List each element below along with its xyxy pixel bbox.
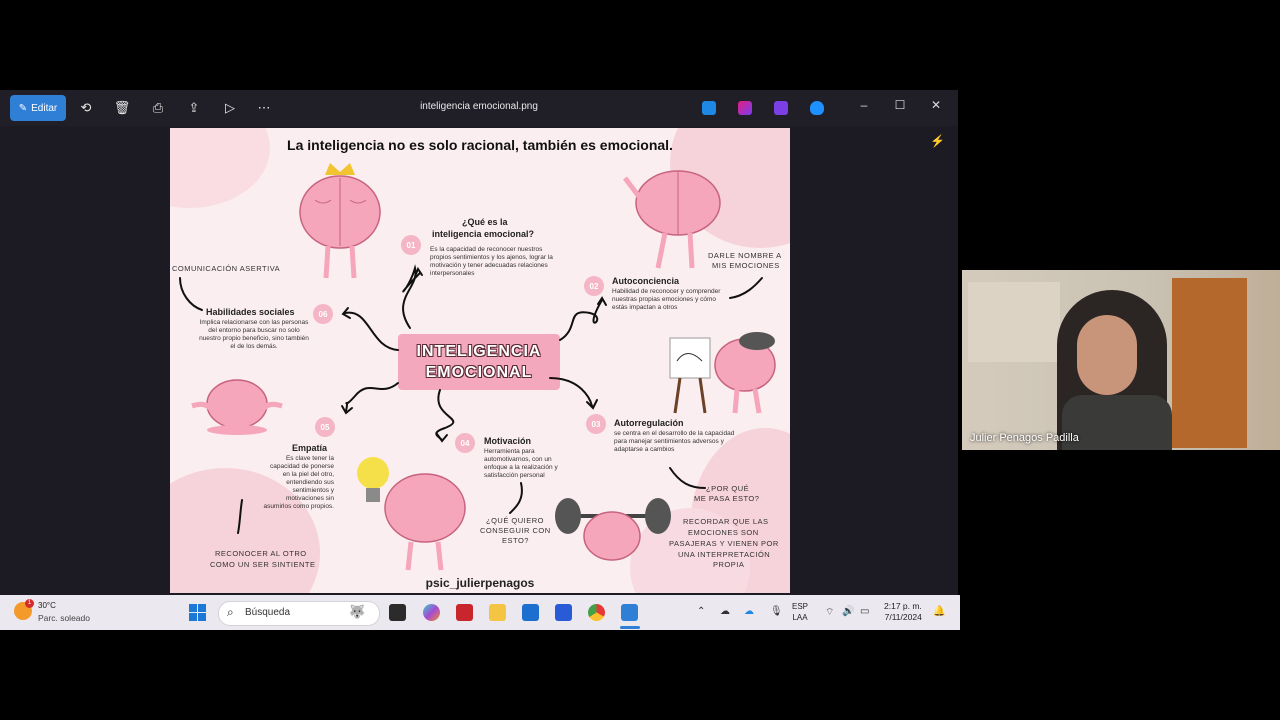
photos-app-icon[interactable]: [774, 101, 788, 115]
battery-icon[interactable]: ▭: [860, 606, 870, 617]
section-05-title: Empatía: [292, 443, 328, 453]
section-number-05: 05: [315, 417, 335, 437]
note-recordar-line3: PASAJERAS Y VIENEN POR: [669, 539, 779, 548]
task-view-icon[interactable]: [389, 604, 406, 621]
zoom-tool-icon[interactable]: ⚡: [930, 134, 945, 148]
more-icon[interactable]: ⋯: [257, 100, 271, 115]
taskbar: 1 30°C Parc. soleado ⌕ Búsqueda 🐺 ⌃ ☁ ☁ …: [0, 595, 960, 630]
section-number-01: 01: [401, 235, 421, 255]
clock[interactable]: 2:17 p. m. 7/11/2024: [884, 601, 922, 622]
store-icon[interactable]: [522, 604, 539, 621]
copilot-icon[interactable]: [423, 604, 440, 621]
center-label: INTELIGENCIA EMOCIONAL: [398, 334, 560, 390]
note-reconocer-line2: COMO UN SER SINTIENTE: [210, 560, 316, 569]
onedrive-icon[interactable]: [810, 101, 824, 115]
section-number-04: 04: [455, 433, 475, 453]
chevron-up-icon[interactable]: ⌃: [697, 606, 706, 617]
brain-surprised-illustration: [623, 170, 721, 269]
note-recordar-line5: PROPIA: [713, 560, 745, 569]
onedrive-tray-icon[interactable]: ☁: [744, 606, 754, 617]
brain-painter-illustration: [669, 332, 776, 414]
edit-button[interactable]: ✎ Editar: [10, 95, 66, 121]
search-icon: ⌕: [227, 605, 234, 619]
weather-condition: Parc. soleado: [38, 613, 90, 623]
designer-app-icon[interactable]: [702, 101, 716, 115]
clipchamp-icon[interactable]: [738, 101, 752, 115]
section-01-description: Es la capacidad de reconocer nuestros pr…: [430, 246, 553, 277]
search-highlight-icon: 🐺: [349, 604, 366, 619]
section-04-title: Motivación: [484, 436, 532, 446]
volume-icon[interactable]: 🔊: [842, 606, 855, 617]
cloud-outline-icon[interactable]: ☁: [720, 606, 730, 617]
photos-taskbar-icon[interactable]: [621, 604, 638, 621]
section-01-title-line2: inteligencia emocional?: [432, 229, 535, 239]
section-number-03: 03: [586, 414, 606, 434]
note-que-quiero-line3: ESTO?: [502, 536, 529, 545]
visual-studio-icon[interactable]: [555, 604, 572, 621]
note-por-que-line2: ME PASA ESTO?: [694, 494, 760, 503]
weather-temperature: 30°C: [38, 601, 56, 610]
share-icon[interactable]: ⇪: [188, 100, 200, 115]
print-icon[interactable]: ⎙: [152, 100, 164, 115]
maximize-icon[interactable]: ☐: [894, 98, 906, 112]
note-darle-nombre-line2: MIS EMOCIONES: [712, 261, 780, 270]
section-01-title-line1: ¿Qué es la: [462, 217, 508, 227]
notification-bell-icon[interactable]: 🔔: [933, 606, 946, 617]
author-handle: psic_julierpenagos: [425, 576, 535, 590]
infographic-title: La inteligencia no es solo racional, tam…: [287, 137, 673, 153]
note-darle-nombre-line1: DARLE NOMBRE A: [708, 251, 782, 260]
section-number-02: 02: [584, 276, 604, 296]
note-que-quiero-line2: CONSEGUIR CON: [480, 526, 551, 535]
section-04-description: Herramienta para automotivarnos, con un …: [484, 448, 558, 479]
note-que-quiero-line1: ¿QUÉ QUIERO: [486, 516, 545, 525]
delete-icon[interactable]: 🗑: [113, 100, 131, 115]
section-03-description: se centra en el desarrollo de la capacid…: [614, 430, 735, 453]
section-05-description: Es clave tener la capacidad de ponerse e…: [263, 455, 334, 510]
note-por-que-line1: ¿POR QUÉ: [706, 484, 750, 493]
search-box[interactable]: ⌕ Búsqueda 🐺: [218, 601, 380, 626]
chrome-icon[interactable]: [588, 604, 605, 621]
search-placeholder: Búsqueda: [245, 607, 291, 618]
participant-name: Julier Penagos Padilla: [970, 432, 1079, 444]
note-recordar-line1: RECORDAR QUE LAS: [683, 517, 769, 526]
section-03-title: Autorregulación: [614, 418, 684, 428]
close-icon[interactable]: ✕: [930, 98, 942, 112]
brain-weightlifting-illustration: [555, 498, 671, 561]
brain-crown-illustration: [299, 163, 381, 279]
wifi-icon[interactable]: ⌔: [825, 607, 835, 618]
note-comunicacion-asertiva: COMUNICACIÓN ASERTIVA: [172, 264, 281, 273]
file-explorer-icon[interactable]: [489, 604, 506, 621]
title-bar: ✎ Editar ⟲ 🗑 ⎙ ⇪ ▷ ⋯ inteligencia emocio…: [0, 90, 958, 126]
brain-idea-illustration: [357, 457, 466, 571]
mcafee-icon[interactable]: [456, 604, 473, 621]
active-app-indicator: [620, 626, 640, 629]
minimize-icon[interactable]: –: [860, 98, 868, 112]
connector-arrows: [179, 264, 763, 534]
language-indicator[interactable]: ESP LAA: [792, 602, 809, 622]
microphone-icon[interactable]: 🎙: [770, 606, 783, 617]
brain-meditating-illustration: [191, 379, 283, 435]
start-button[interactable]: [189, 604, 206, 621]
rotate-icon[interactable]: ⟲: [80, 100, 92, 115]
infographic-image: La inteligencia no es solo racional, tam…: [170, 128, 790, 593]
note-recordar-line4: UNA INTERPRETACIÓN: [678, 550, 771, 559]
edit-icon: ✎: [18, 102, 28, 114]
section-06-description: Implica relacionarse con las personas de…: [199, 319, 309, 350]
section-02-title: Autoconciencia: [612, 276, 680, 286]
note-recordar-line2: EMOCIONES SON: [688, 528, 759, 537]
section-02-description: Habilidad de reconocer y comprender nues…: [612, 288, 721, 311]
section-number-06: 06: [313, 304, 333, 324]
section-06-title: Habilidades sociales: [206, 307, 295, 317]
weather-badge: 1: [25, 599, 34, 608]
note-reconocer-line1: RECONOCER AL OTRO: [215, 549, 307, 558]
window-title: inteligencia emocional.png: [420, 101, 538, 112]
slideshow-icon[interactable]: ▷: [225, 100, 235, 115]
webcam-feed: Julier Penagos Padilla: [962, 270, 1280, 450]
